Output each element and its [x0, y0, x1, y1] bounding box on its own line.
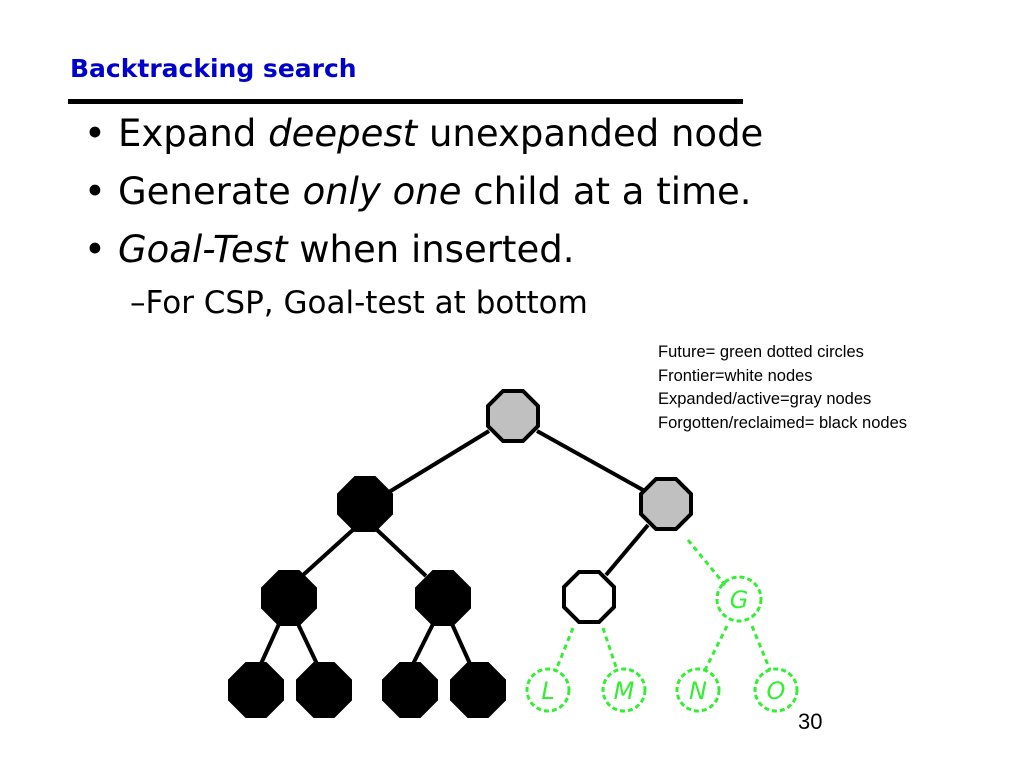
edge-e-j [410, 623, 435, 667]
node-f-frontier [562, 570, 616, 624]
node-e-reclaimed [415, 570, 471, 626]
bullet-item-expand-deepest: • Expand deepest unexpanded node [84, 112, 763, 156]
edge-e-k [450, 623, 473, 667]
edge-a-c [536, 429, 644, 492]
tree-nodes: G L M N O [228, 389, 799, 718]
sub-bullet-csp: –For CSP, Goal-test at bottom [130, 284, 588, 322]
bullet-emphasis: only one [302, 170, 462, 213]
bullet-text-before: Generate [118, 170, 303, 213]
sub-bullet-text: For CSP, Goal-test at bottom [145, 285, 588, 321]
edge-future-g-n [703, 625, 729, 671]
legend-expanded: Expanded/active=gray nodes [658, 390, 872, 408]
edge-future-f-l [554, 627, 575, 671]
bullet-dot: • [84, 112, 106, 155]
legend-reclaimed: Forgotten/reclaimed= black nodes [658, 413, 908, 432]
node-b-reclaimed [337, 476, 393, 532]
bullet-dot: • [84, 170, 106, 213]
legend-frontier: Frontier=white nodes [658, 366, 813, 385]
node-d-reclaimed [261, 570, 317, 626]
node-k-reclaimed [450, 662, 506, 718]
edge-d-h [258, 623, 281, 667]
node-o-future: O [753, 667, 799, 713]
node-l-future: L [525, 667, 571, 713]
node-m-label: M [614, 677, 635, 705]
sub-bullet-dash: – [130, 285, 146, 321]
node-legend: Future= green dotted circles Frontier=wh… [658, 341, 907, 435]
node-n-future: N [675, 667, 721, 713]
bullet-item-generate-one: • Generate only one child at a time. [84, 170, 752, 214]
edge-b-e [373, 526, 428, 578]
bullet-item-goal-test: • Goal-Test when inserted. [84, 228, 574, 272]
node-i-reclaimed [296, 662, 352, 718]
tree-edges [258, 429, 772, 671]
edge-c-f [604, 523, 650, 577]
node-g-label: G [730, 586, 749, 614]
edge-future-f-m [601, 627, 619, 671]
node-h-reclaimed [228, 662, 284, 718]
node-root-expanded [486, 389, 540, 443]
node-n-label: N [689, 677, 707, 705]
bullet-emphasis: deepest [268, 112, 418, 155]
slide-title: Backtracking search [70, 54, 357, 83]
page-number: 30 [798, 709, 823, 734]
edge-future-g-o [750, 625, 772, 671]
node-g-future: G [715, 575, 763, 623]
bullet-text-after: unexpanded node [417, 112, 764, 155]
edge-future-c-g [686, 539, 727, 586]
edge-b-d [300, 526, 357, 578]
bullet-text-after: child at a time. [461, 170, 752, 213]
edge-d-i [296, 623, 320, 667]
bullet-dot: • [84, 228, 106, 271]
bullet-text-before: Expand [118, 112, 269, 155]
node-m-future: M [601, 667, 647, 713]
node-c-expanded [639, 477, 693, 531]
title-underline [68, 99, 743, 104]
node-l-label: L [541, 677, 554, 705]
edge-a-b [387, 429, 491, 494]
legend-future: Future= green dotted circles [658, 343, 864, 361]
bullet-text-after: when inserted. [287, 228, 575, 271]
bullet-emphasis: Goal-Test [118, 228, 288, 271]
node-j-reclaimed [382, 662, 438, 718]
node-o-label: O [767, 677, 786, 705]
